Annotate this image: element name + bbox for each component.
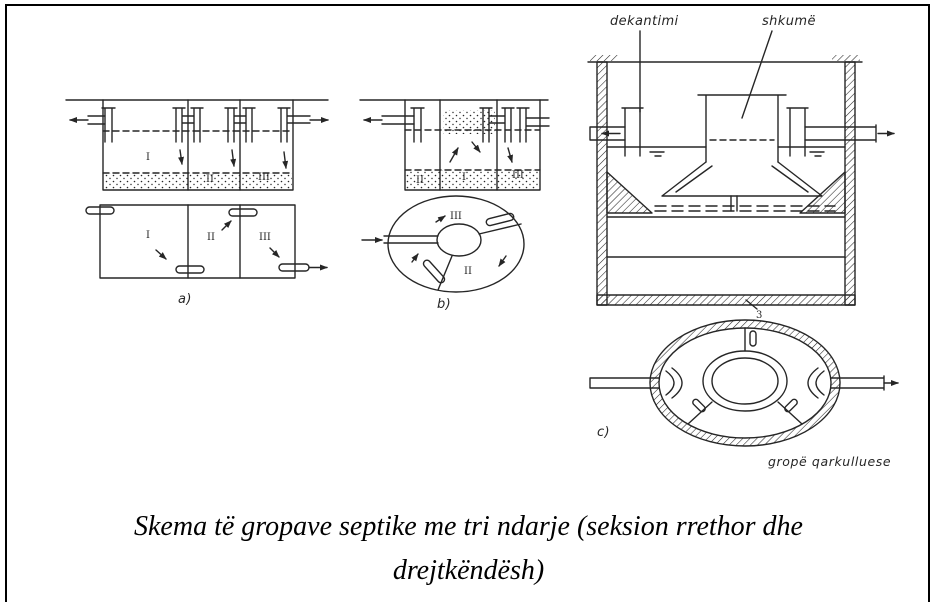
tank-c-plan: c) gropë qarkulluese bbox=[589, 319, 899, 469]
partition-wall bbox=[437, 255, 453, 291]
outlet-pipe bbox=[516, 107, 550, 143]
figure-caption-line-2: drejtkëndësh) bbox=[392, 555, 545, 586]
tank-c-elevation: dekantimi shkumë 3 bbox=[587, 14, 895, 321]
outlet-pipe bbox=[278, 263, 310, 272]
sludge-layer bbox=[406, 170, 539, 189]
transfer-pipe bbox=[692, 398, 706, 413]
flow-arrow bbox=[411, 253, 419, 263]
diagram-label-a: a) bbox=[178, 292, 192, 307]
part-number: 3 bbox=[756, 310, 762, 321]
flow-arrow bbox=[471, 141, 481, 153]
outlet-baffle bbox=[807, 367, 825, 399]
central-chamber bbox=[436, 223, 482, 257]
compartment-numeral: II bbox=[207, 232, 215, 243]
tank-walls bbox=[102, 99, 294, 191]
right-wedge bbox=[799, 171, 846, 214]
diagram-label-c: c) bbox=[597, 425, 610, 440]
water-ripple bbox=[649, 151, 825, 157]
inlet-pipe bbox=[85, 206, 115, 215]
partition-wall bbox=[777, 401, 803, 425]
left-wedge bbox=[606, 171, 653, 214]
transfer-pipe bbox=[224, 107, 256, 143]
right-wall bbox=[844, 61, 856, 306]
compartment-numeral: III bbox=[512, 170, 524, 181]
transfer-pipe bbox=[749, 330, 757, 347]
compartment-numeral: III bbox=[450, 211, 462, 222]
diagram-label-b: b) bbox=[437, 297, 451, 312]
funnel-drain-pipe bbox=[730, 195, 738, 212]
tank-outline bbox=[99, 204, 296, 279]
outlet-baffle bbox=[786, 107, 809, 157]
part-number-leader bbox=[745, 299, 758, 310]
partition-wall bbox=[478, 223, 522, 235]
compartment-numeral: I bbox=[146, 230, 150, 241]
scum-chamber bbox=[697, 94, 787, 163]
transfer-pipe bbox=[485, 212, 515, 227]
outlet-pipe bbox=[277, 107, 311, 143]
tank-b-plan: III II b) bbox=[361, 195, 525, 312]
tank-outline bbox=[387, 195, 525, 293]
inlet-baffle bbox=[621, 107, 644, 157]
flow-arrow bbox=[155, 249, 167, 260]
inlet-pipe bbox=[87, 115, 106, 125]
outlet-pipe bbox=[804, 124, 877, 143]
compartment-numeral: I bbox=[462, 172, 466, 183]
partition-wall bbox=[687, 401, 713, 425]
compartment-numeral: II bbox=[206, 174, 214, 185]
compartment-numeral: II bbox=[416, 175, 424, 186]
central-ring-inner bbox=[711, 357, 779, 405]
tank-walls bbox=[404, 99, 541, 191]
sludge-layer bbox=[104, 173, 292, 189]
ground-hatch bbox=[590, 55, 618, 61]
compartment-numeral: III bbox=[258, 172, 270, 183]
flow-arrow bbox=[282, 151, 289, 169]
settling-funnel bbox=[661, 161, 823, 197]
flow-arrow bbox=[507, 147, 513, 163]
flow-arrow bbox=[435, 215, 446, 223]
flow-arrow bbox=[178, 149, 184, 165]
inlet-baffle bbox=[101, 107, 116, 143]
scum-label: shkumë bbox=[762, 14, 816, 29]
compartment-numeral: II bbox=[464, 266, 472, 277]
transfer-pipe bbox=[479, 107, 515, 143]
figure-frame bbox=[5, 4, 930, 602]
tank-a-elevation: I II III bbox=[65, 99, 329, 191]
inlet-baffle bbox=[665, 367, 683, 399]
bottom-slab bbox=[596, 294, 856, 306]
plan-label: gropë qarkulluese bbox=[768, 454, 891, 469]
left-wall bbox=[596, 61, 608, 306]
decanting-label: dekantimi bbox=[610, 14, 679, 29]
compartment-numeral: III bbox=[259, 232, 271, 243]
inlet-pipe bbox=[589, 126, 626, 141]
inlet-pipe bbox=[383, 235, 439, 244]
compartment-numeral: I bbox=[146, 152, 150, 163]
flow-arrow bbox=[269, 247, 280, 258]
flow-arrow bbox=[230, 149, 237, 167]
flow-arrow bbox=[221, 220, 232, 231]
transfer-pipe bbox=[175, 265, 205, 274]
transfer-pipe bbox=[172, 107, 204, 143]
septic-tank-drawing: I II III I II III a) bbox=[65, 14, 899, 469]
inlet-pipe bbox=[381, 115, 415, 125]
inlet-baffle bbox=[410, 107, 425, 143]
flow-arrow bbox=[498, 255, 507, 267]
transfer-pipe bbox=[422, 259, 446, 284]
tank-b-elevation: II I III bbox=[359, 99, 550, 191]
figure-caption-line-1: Skema të gropave septike me tri ndarje (… bbox=[134, 511, 803, 542]
tank-a-plan: I II III a) bbox=[85, 204, 328, 307]
flow-arrow bbox=[449, 147, 459, 163]
transfer-pipe bbox=[784, 398, 798, 413]
scum-leader bbox=[741, 30, 773, 119]
transfer-pipe bbox=[228, 208, 258, 217]
funnel-inner bbox=[675, 165, 809, 193]
ground-hatch bbox=[832, 55, 860, 61]
